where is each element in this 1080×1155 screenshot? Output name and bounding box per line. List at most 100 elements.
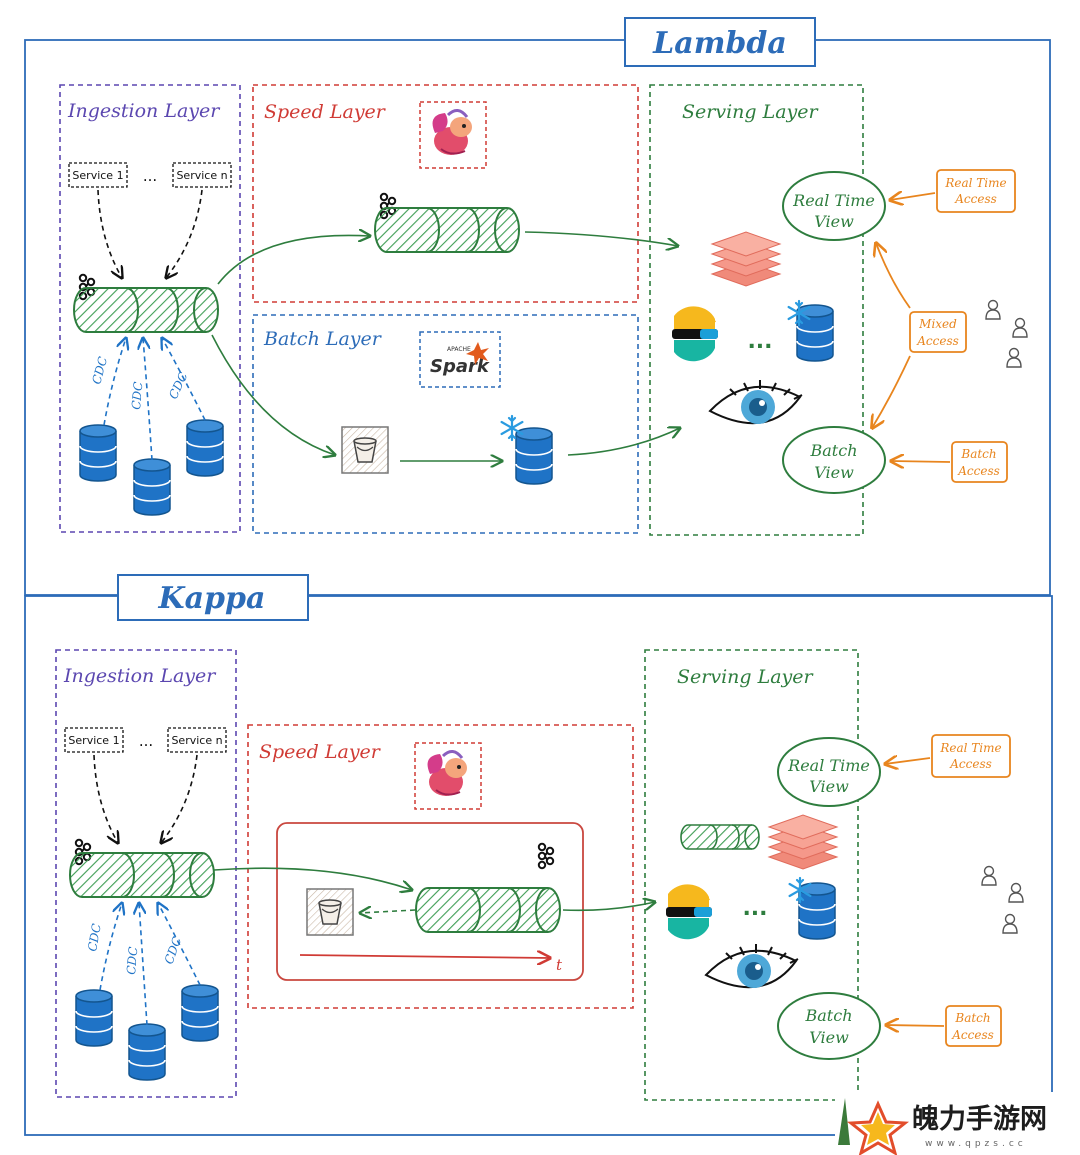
kappa-elasticsearch-icon: [666, 884, 712, 940]
svg-text:Access: Access: [949, 757, 992, 771]
svg-text:Real Time: Real Time: [787, 756, 870, 775]
kappa-serving-title: Serving Layer: [677, 666, 815, 688]
kappa-batch-access-arrow: [886, 1025, 945, 1026]
kappa-cdc-arrow-3: [158, 903, 201, 986]
lambda-ingestion-to-batch-arrow: [211, 334, 335, 455]
svg-text:Batch: Batch: [954, 1011, 990, 1025]
lambda-speed-topic: [374, 207, 520, 253]
lambda-rt-access-arrow: [890, 193, 936, 200]
svg-text:Access: Access: [954, 192, 997, 206]
lambda-batch-to-serving-arrow: [567, 428, 680, 456]
kappa-servicen-to-topic-arrow: [161, 754, 198, 843]
kappa-batch-view: Batch View: [777, 992, 881, 1060]
lambda-serving-title: Serving Layer: [682, 101, 820, 123]
kappa-speed-title: Speed Layer: [259, 741, 382, 763]
kappa-cdc-label-2: CDC: [124, 946, 140, 975]
kappa-bucket-icon: [306, 888, 354, 936]
svg-text:Batch: Batch: [810, 441, 858, 460]
lambda-real-time-access: Real Time Access: [936, 169, 1016, 213]
lambda-service-n-box: Service n: [172, 162, 232, 188]
lambda-flink-icon: [418, 100, 488, 170]
lambda-speed-layer: Speed Layer: [252, 84, 639, 303]
kappa-serving-topic: [680, 824, 760, 850]
kappa-speed-layer: Speed Layer t: [247, 724, 634, 1009]
spark-logo-icon: APACHE Spark: [419, 331, 501, 388]
lambda-cdc-label-2: CDC: [129, 381, 145, 410]
kappa-cdc-arrow-1: [99, 903, 122, 991]
svg-text:APACHE: APACHE: [447, 346, 471, 353]
lambda-cdc-arrow-2: [143, 338, 153, 461]
kappa-stream-kafka-icon: [537, 842, 555, 870]
svg-text:View: View: [809, 777, 849, 796]
lambda-source-db-1: [79, 424, 117, 482]
lambda-bucket-icon: [341, 426, 389, 474]
kappa-service-n-box: Service n: [167, 727, 227, 753]
kappa-service1-to-topic-arrow: [93, 754, 118, 843]
lambda-serving-db: [796, 304, 834, 362]
lambda-service-1-box: Service 1: [68, 162, 128, 188]
watermark-subtext: www.qpzs.cc: [925, 1139, 1027, 1149]
lambda-speed-to-serving-arrow: [524, 231, 678, 246]
lambda-ingestion-to-speed-arrow: [217, 235, 370, 285]
lambda-layered-store-icon: [711, 231, 781, 287]
kappa-ingestion-layer: Ingestion Layer Service 1 ... Service n …: [55, 649, 237, 1098]
lambda-batch-view: Batch View: [782, 426, 886, 494]
lambda-service-1-label: Service 1: [72, 169, 123, 182]
kappa-serving-layer: Serving Layer ... Real Time View Batch V…: [644, 649, 881, 1101]
lambda-user-3-icon: [1006, 347, 1022, 368]
svg-text:View: View: [814, 463, 854, 482]
lambda-source-db-2: [133, 458, 171, 516]
kappa-time-axis-label: t: [556, 956, 563, 974]
lambda-batch-access: Batch Access: [951, 441, 1008, 483]
kappa-cdc-label-1: CDC: [85, 923, 104, 953]
lambda-frame: [24, 39, 1051, 596]
lambda-service-n-label: Service n: [176, 169, 227, 182]
lambda-mixed-to-batch-arrow: [872, 355, 911, 428]
site-watermark: 魄力手游网 www.qpzs.cc: [835, 1092, 1080, 1155]
lambda-serving-layer: Serving Layer ... Real Time View Batch V…: [649, 84, 886, 536]
kappa-title: Kappa: [158, 581, 266, 616]
lambda-service1-to-topic-arrow: [97, 189, 122, 278]
kappa-ingestion-title: Ingestion Layer: [63, 665, 217, 687]
svg-text:Real Time: Real Time: [792, 191, 875, 210]
lambda-speed-title: Speed Layer: [264, 101, 387, 123]
kappa-stream-topic: [415, 887, 561, 933]
kappa-title-box: Kappa: [117, 574, 309, 621]
kappa-service-1-label: Service 1: [68, 734, 119, 747]
lambda-title: Lambda: [652, 26, 787, 61]
lambda-cdc-arrow-3: [162, 338, 206, 421]
kappa-flink-icon: [413, 741, 483, 811]
watermark-text: 魄力手游网: [912, 1104, 1047, 1135]
svg-text:Real Time: Real Time: [939, 741, 1001, 755]
kappa-ingestion-topic: [69, 852, 215, 898]
kappa-service-n-label: Service n: [171, 734, 222, 747]
watermark-logo-icon: [838, 1098, 910, 1155]
kappa-source-db-3: [181, 984, 219, 1042]
svg-text:Real Time: Real Time: [944, 176, 1006, 190]
lambda-cdc-label-1: CDC: [89, 355, 110, 386]
kappa-source-db-2: [128, 1023, 166, 1081]
lambda-cassandra-eye-icon: [709, 379, 803, 425]
lambda-mixed-access: Mixed Access: [909, 311, 967, 353]
kappa-speed-to-serving-arrow: [562, 902, 655, 912]
lambda-user-2-icon: [1012, 317, 1028, 338]
lambda-ingestion-topic: [73, 287, 219, 333]
lambda-elasticsearch-icon: [672, 306, 718, 362]
lambda-batch-layer: Batch Layer APACHE Spark: [252, 314, 639, 534]
kappa-ingestion-to-speed-arrow: [213, 867, 412, 890]
kappa-source-db-1: [75, 989, 113, 1047]
lambda-real-time-view: Real Time View: [782, 171, 886, 241]
svg-text:Mixed: Mixed: [918, 317, 957, 331]
lambda-mixed-to-rt-arrow: [876, 243, 911, 309]
lambda-cdc-arrow-1: [103, 338, 126, 426]
kappa-services-ellipsis: ...: [139, 732, 153, 750]
svg-text:Spark: Spark: [430, 356, 490, 377]
lambda-batch-title: Batch Layer: [263, 328, 383, 350]
kappa-user-1-icon: [981, 865, 997, 886]
kappa-cdc-arrow-2: [139, 903, 148, 1026]
svg-text:Batch: Batch: [805, 1006, 853, 1025]
lambda-title-box: Lambda: [624, 17, 816, 67]
lambda-ingestion-layer: Ingestion Layer Service 1 ... Service n …: [59, 84, 241, 533]
